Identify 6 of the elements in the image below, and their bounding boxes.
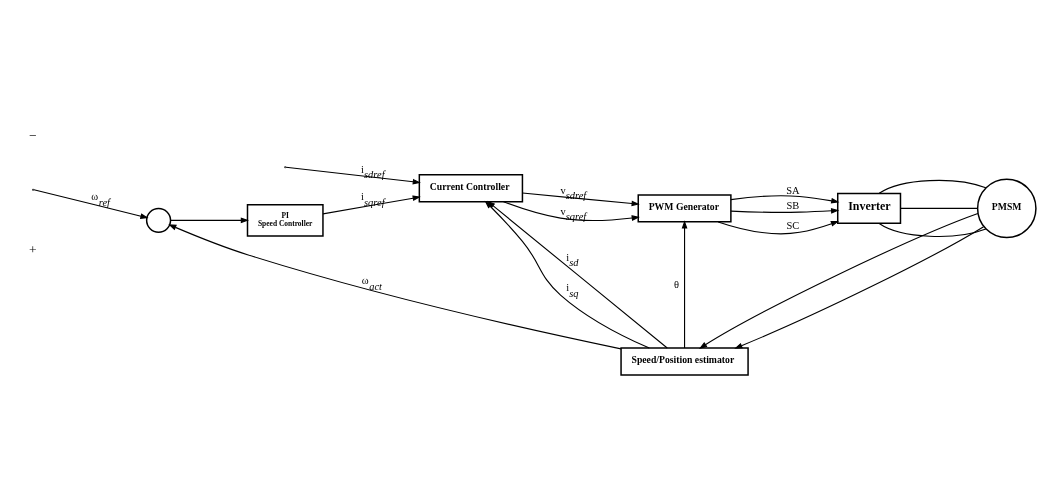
label: − xyxy=(28,127,37,143)
edge-label: θ xyxy=(674,278,680,290)
label: + xyxy=(28,241,37,257)
edge-label: SA xyxy=(786,184,800,196)
edge-label: SC xyxy=(786,219,800,231)
edge-label: SB xyxy=(786,199,800,211)
